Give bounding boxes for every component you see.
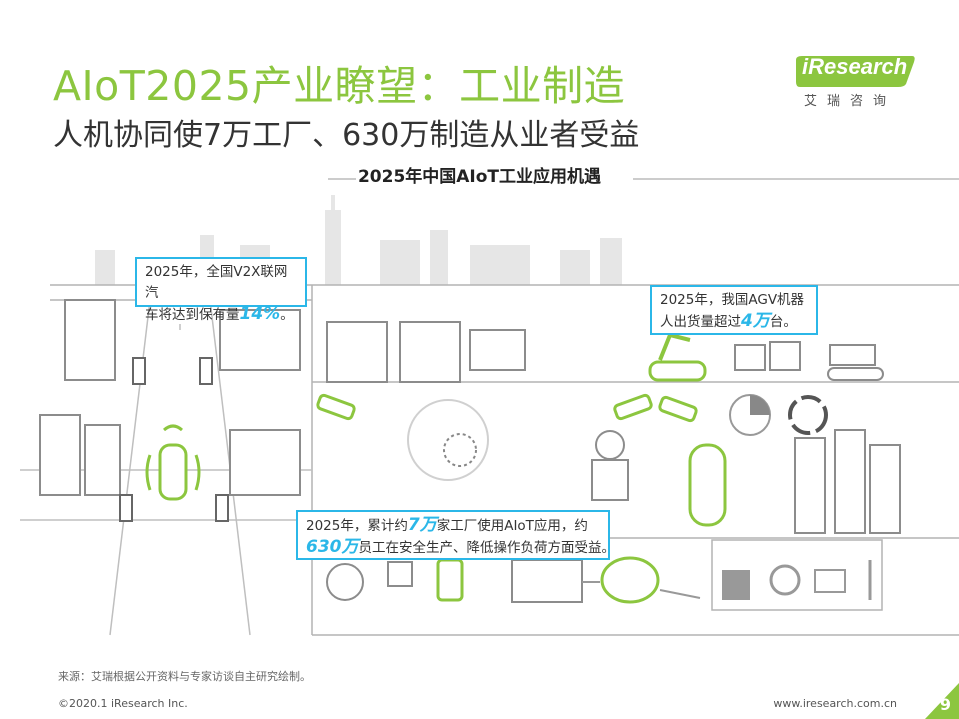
callout-v2x-line1: 2025年，全国V2X联网汽 xyxy=(145,264,288,301)
source-note: 来源：艾瑞根据公开资料与专家访谈自主研究绘制。 xyxy=(58,670,311,683)
right-buildings xyxy=(794,429,901,534)
callout-factory-highlight2: 630万 xyxy=(306,537,359,557)
monitoring-cameras xyxy=(316,393,698,423)
callout-agv: 2025年，我国AGV机器 人出货量超过4万台。 xyxy=(650,285,818,335)
worker xyxy=(591,430,629,501)
warehouse-shelves xyxy=(326,321,526,383)
section-divider-left xyxy=(328,178,356,180)
copyright: ©2020.1 iResearch Inc. xyxy=(58,697,188,710)
callout-agv-line2: 人出货量超过 xyxy=(660,314,741,330)
callout-agv-highlight: 4万 xyxy=(741,311,770,331)
logo-text: iResearch xyxy=(802,54,908,79)
service-robot xyxy=(688,443,727,527)
section-divider-right xyxy=(633,178,959,180)
page-number-badge: 9 xyxy=(919,683,959,719)
callout-factory-line2: 员工在安全生产、降低操作负荷方面受益。 xyxy=(358,540,616,556)
analytics-charts xyxy=(729,394,828,436)
connected-car xyxy=(145,424,201,501)
page-badge-shape xyxy=(925,683,959,719)
power-plants xyxy=(722,560,872,600)
section-title: 2025年中国AIoT工业应用机遇 xyxy=(357,167,602,187)
iresearch-logo: iResearch 艾瑞咨询 xyxy=(794,54,920,109)
logo-shape xyxy=(796,56,915,87)
page-title: AIoT2025产业瞭望：工业制造 xyxy=(53,62,626,110)
callout-v2x-end: 。 xyxy=(280,307,294,323)
left-buildings xyxy=(39,299,301,496)
callout-v2x: 2025年，全国V2X联网汽 车将达到保有量14%。 xyxy=(135,257,307,324)
cargo-boxes xyxy=(734,341,884,381)
callout-factory-highlight1: 7万 xyxy=(407,515,437,535)
logo-cn-text: 艾瑞咨询 xyxy=(804,94,897,109)
callout-v2x-highlight: 14% xyxy=(239,304,281,324)
flow-arrows xyxy=(582,581,701,599)
agv-robot xyxy=(648,332,707,382)
callout-factory: 2025年，累计约7万家工厂使用AIoT应用，约 630万员工在安全生产、降低操… xyxy=(296,510,615,560)
page-subtitle: 人机协同使7万工厂、630万制造从业者受益 xyxy=(53,118,640,153)
callout-factory-line1: 2025年，累计约 xyxy=(306,518,408,534)
traffic-lights xyxy=(119,357,229,522)
website-url: www.iresearch.com.cn xyxy=(773,697,897,710)
callout-agv-line1: 2025年，我国AGV机器 xyxy=(660,292,805,308)
callout-agv-end: 台。 xyxy=(769,314,797,330)
callout-factory-line1-end: 家工厂使用AIoT应用，约 xyxy=(436,518,588,534)
callout-v2x-line2: 车将达到保有量 xyxy=(145,307,240,323)
page-number: 9 xyxy=(939,695,951,714)
maintenance-gear xyxy=(407,399,489,481)
